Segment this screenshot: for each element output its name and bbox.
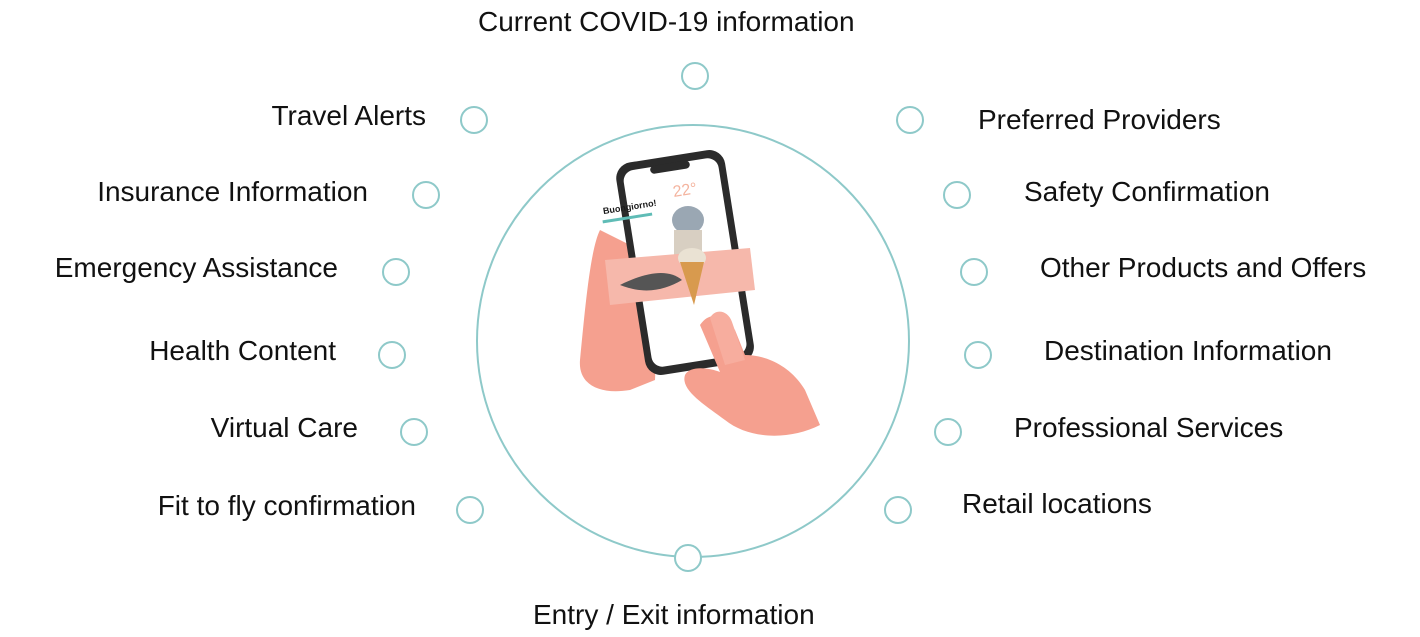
label-insurance-information: Insurance Information	[97, 176, 368, 207]
label-health-content: Health Content	[149, 335, 336, 366]
pink-banner	[605, 248, 755, 305]
node-health-content	[378, 341, 406, 369]
node-virtual-care	[400, 418, 428, 446]
node-destination-information	[964, 341, 992, 369]
label-entry-exit-info: Entry / Exit information	[533, 599, 815, 630]
node-preferred-providers	[896, 106, 924, 134]
gelato-cone	[680, 262, 704, 305]
label-travel-alerts: Travel Alerts	[271, 100, 426, 131]
node-safety-confirmation	[943, 181, 971, 209]
right-index-finger	[710, 311, 745, 365]
node-fit-to-fly	[456, 496, 484, 524]
node-retail-locations	[884, 496, 912, 524]
node-other-products	[960, 258, 988, 286]
screen-teal-line	[602, 212, 653, 224]
phone-in-hand-illustration: Buongiorno! 22°	[579, 150, 820, 436]
node-emergency-assistance	[382, 258, 410, 286]
node-professional-services	[934, 418, 962, 446]
label-fit-to-fly: Fit to fly confirmation	[157, 490, 416, 521]
label-other-products: Other Products and Offers	[1040, 252, 1367, 283]
label-preferred-providers: Preferred Providers	[978, 104, 1221, 135]
label-retail-locations: Retail locations	[962, 488, 1152, 519]
node-travel-alerts	[460, 106, 488, 134]
label-professional-services: Professional Services	[1014, 412, 1284, 443]
label-emergency-assistance: Emergency Assistance	[54, 252, 338, 283]
screen-temperature: 22°	[672, 180, 699, 201]
phone-notch	[650, 160, 690, 174]
wing-shape	[620, 273, 682, 291]
node-top	[681, 62, 709, 90]
label-current-covid-info: Current COVID-19 information	[478, 6, 855, 37]
node-bottom	[674, 544, 702, 572]
label-destination-information: Destination Information	[1044, 335, 1332, 366]
label-virtual-care: Virtual Care	[210, 412, 358, 443]
node-insurance-information	[412, 181, 440, 209]
right-hand-shape	[684, 315, 820, 436]
dome-shape	[672, 206, 704, 234]
label-safety-confirmation: Safety Confirmation	[1024, 176, 1270, 207]
